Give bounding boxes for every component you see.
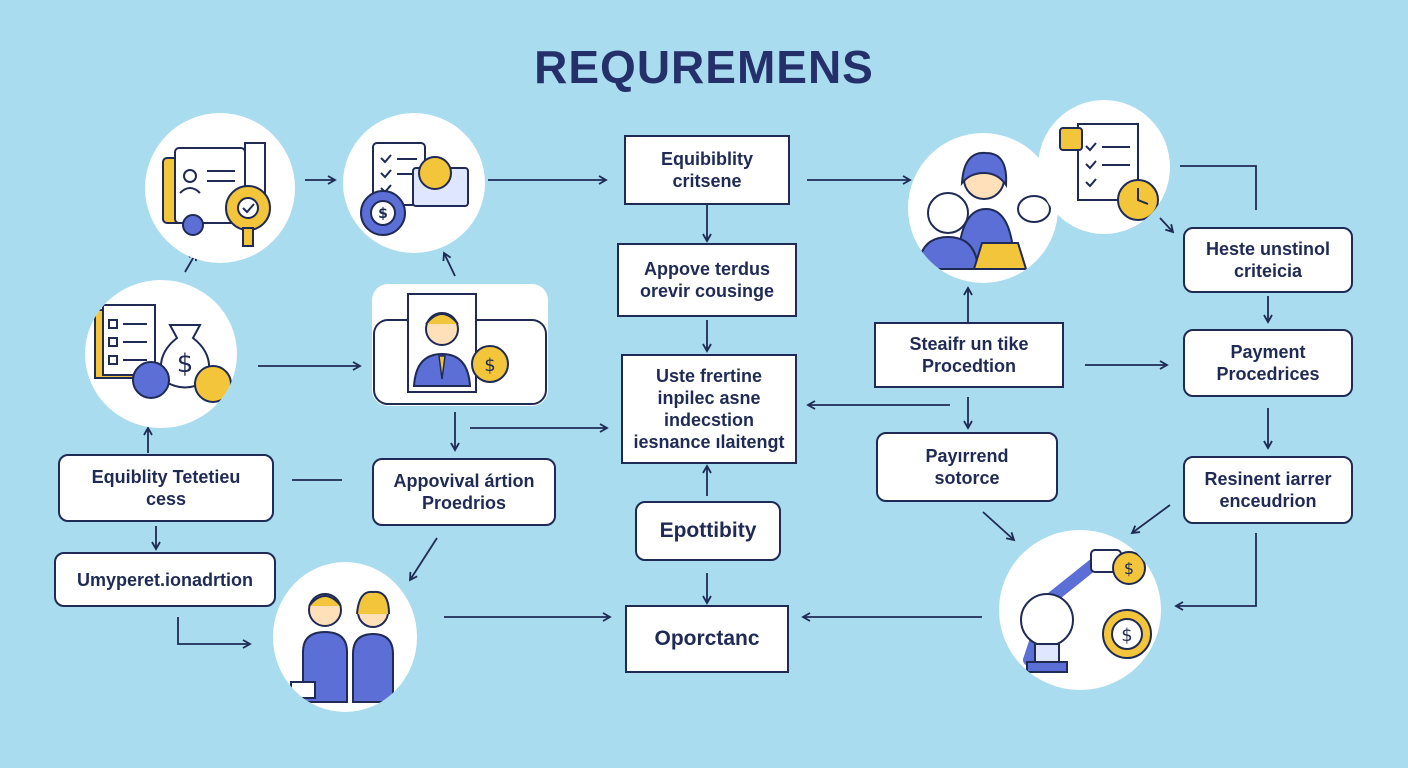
diagram-title: REQUREMENS	[534, 41, 874, 93]
node-oporctanc: Oporctanc	[625, 605, 789, 673]
node-appove-terdus: Appove terdus orevir cousinge	[617, 243, 797, 317]
arrow	[982, 511, 1016, 542]
node-appovival-artion: Appovival ártion Proedrios	[372, 458, 556, 526]
arrow	[177, 617, 252, 649]
connector	[1180, 165, 1257, 210]
svg-text:$: $	[177, 349, 194, 379]
node-equiblity-tetetieu: Equiblity Tetetieu cess	[58, 454, 274, 522]
svg-text:$: $	[484, 355, 495, 376]
lightbulb-robot-arm-dollar-icon: $ $	[999, 530, 1161, 690]
documents-gear-icon	[145, 113, 295, 263]
checklist-moneybag-icon: $	[85, 280, 237, 428]
two-people-handshake-icon	[273, 562, 417, 712]
arrow	[1174, 533, 1257, 611]
team-people-icon	[908, 133, 1058, 283]
node-equibiblity-critsene: Equibiblity critsene	[624, 135, 790, 205]
svg-text:$: $	[1124, 559, 1134, 578]
arrow	[442, 251, 456, 277]
checklist-gears-dollar-icon: $	[343, 113, 485, 253]
node-payment-procedrices: Payment Procedrices	[1183, 329, 1353, 397]
svg-text:$: $	[1121, 625, 1132, 646]
businessman-moneybag-icon: $	[372, 284, 548, 406]
arrow	[409, 537, 438, 582]
node-uste-frertine: Uste frertine inpilec asne indecstion ie…	[621, 354, 797, 464]
arrow	[1159, 217, 1175, 234]
checklist-clock-icon	[1038, 100, 1170, 234]
svg-text:$: $	[378, 206, 388, 222]
arrow	[1130, 504, 1171, 535]
node-payirrend-sotorce: Payırrend sotorce	[876, 432, 1058, 502]
node-umyperet: Umyperet.ionadrtion	[54, 552, 276, 607]
node-steaifr-procedtion: Steaifr un tike Procedtion	[874, 322, 1064, 388]
node-epottibity: Epottibity	[635, 501, 781, 561]
node-heste-unstinol: Heste unstinol criteicia	[1183, 227, 1353, 293]
node-resinent-iarrer: Resinent iarrer enceudrion	[1183, 456, 1353, 524]
